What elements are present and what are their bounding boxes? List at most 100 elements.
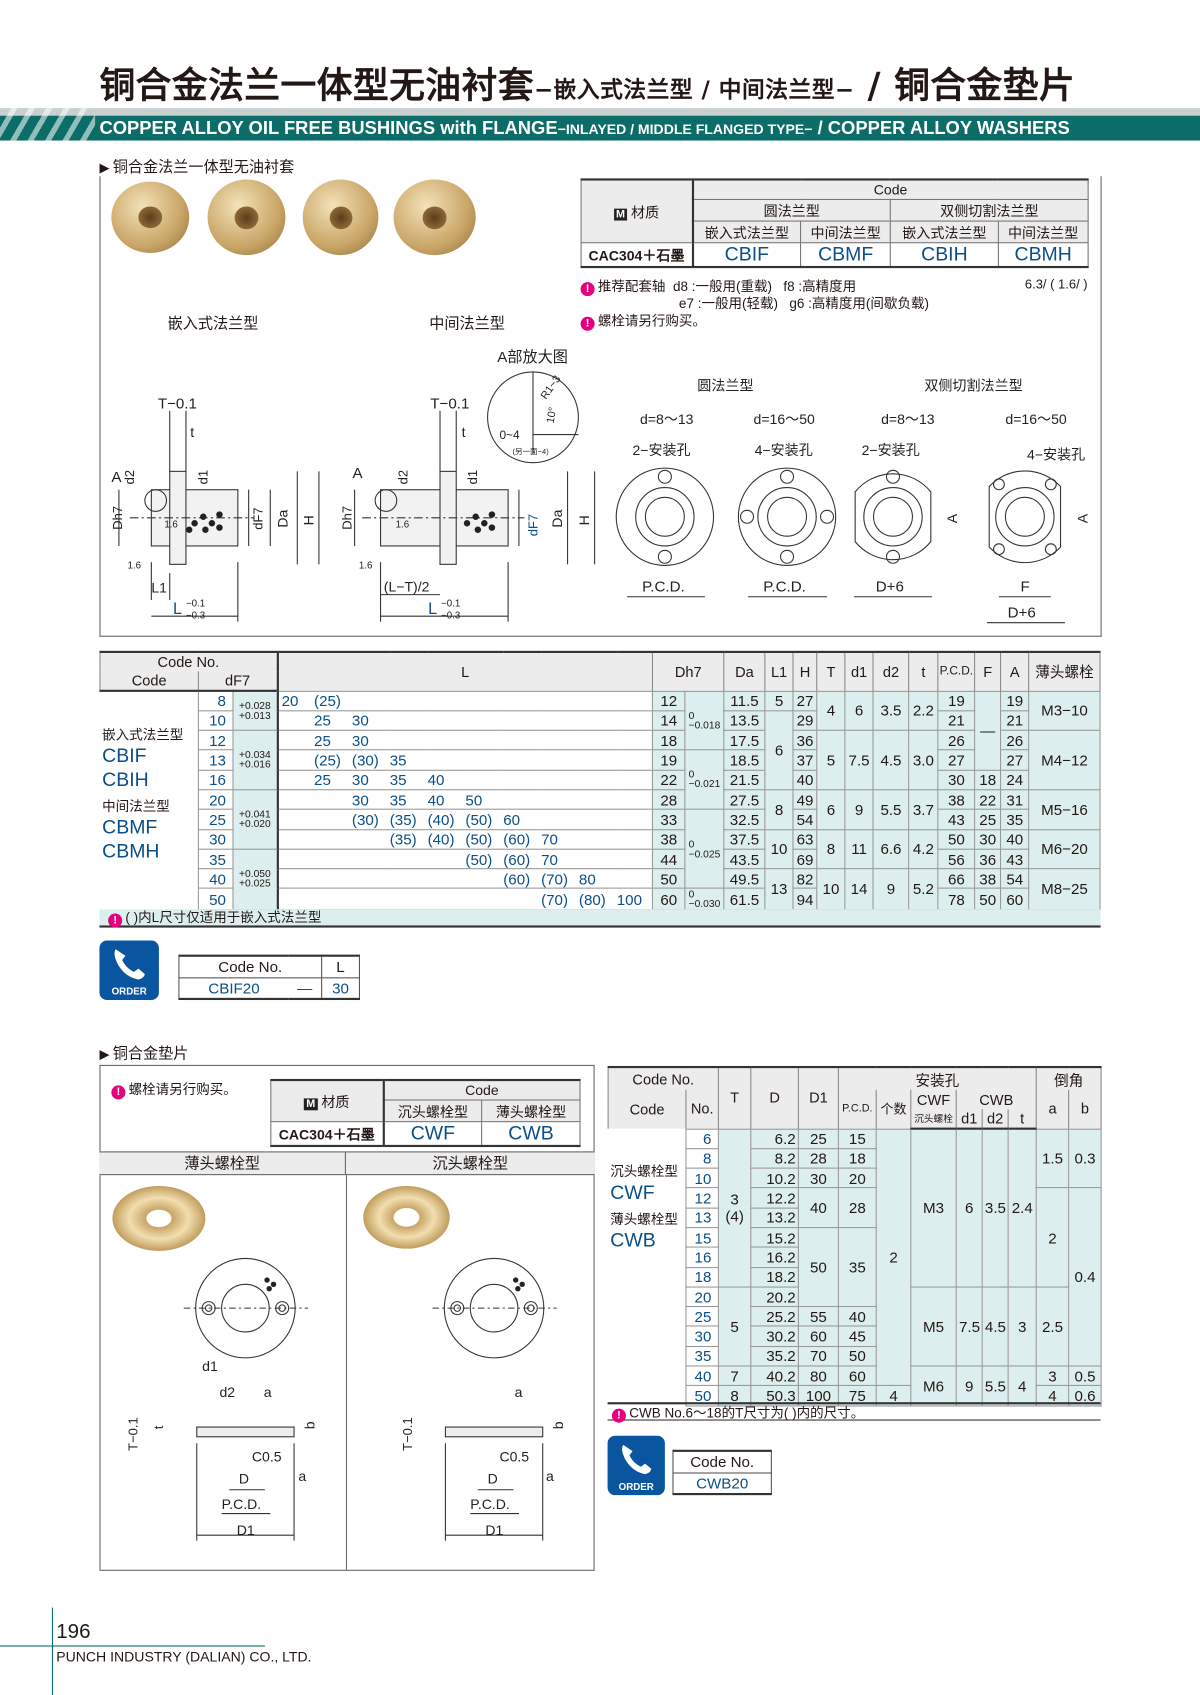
detail-note: (另一面~4) [512,447,549,456]
L-value [465,729,504,751]
F-value: — [974,690,1002,771]
d1-value: 7.5 [955,1286,983,1367]
L-value [389,690,428,712]
photo-bushing-3 [302,179,379,256]
T-value: 3 (4) [717,1128,752,1288]
cut-flange-title: 双侧切割法兰型 [924,377,1022,393]
dF7-value: 35 [197,848,234,870]
tolerance-lower: −0.030 [688,898,721,911]
countersunk-type-label: 沉头螺栓型 [432,1154,509,1172]
count-value: 2 [875,1128,912,1387]
header-L1: L1 [764,650,794,691]
Da-value: 49.5 [723,868,766,890]
detail-range: 0~4 [499,428,520,442]
Dh7-tolerance: 0−0.025 [684,808,725,890]
L-value: (60) [503,828,542,850]
b-value: 0.5 [1068,1365,1102,1387]
T-value: 4 [816,690,846,731]
d2-value: 4.5 [981,1286,1009,1367]
header-Da: Da [723,650,766,691]
bolt-note: !螺栓请另行购买。 [580,309,706,331]
material-label: 材质 [321,1093,350,1111]
e7-note: e7 :一般用(轻载) [678,296,779,312]
round-flange-header: 圆法兰型 [691,198,892,222]
L-value: (70) [541,888,579,911]
dim-L: L [428,600,437,618]
Dh7-value: 28 [652,789,686,811]
tolerance-upper: +0.041 [239,808,271,821]
L-value [578,848,617,870]
L-value: (70) [541,868,579,890]
L-value [314,828,352,850]
no-value: 8 [685,1147,719,1169]
pcd-value: 60 [837,1365,877,1387]
L-value: 70 [541,828,579,850]
english-banner: COPPER ALLOY OIL FREE BUSHINGS with FLAN… [0,115,1200,141]
order-example-table-1: Code No.L CBIF20—30 [178,954,361,1001]
dim-T: T−0.1 [400,1417,415,1451]
order-dash: — [288,976,323,1000]
H-value: 54 [792,808,818,830]
Da-value: 11.5 [723,690,766,712]
L-value [276,789,315,811]
Dh7-value: 60 [652,888,686,911]
Dh7-value: 33 [652,808,686,830]
L-value [389,710,428,731]
order-button[interactable]: ORDER [607,1435,665,1496]
L-value [427,888,466,911]
L-value [427,868,466,890]
Da-value: 17.5 [723,729,766,751]
tolerance: +0.034+0.016 [239,750,271,772]
dim-pcd: P.C.D. [222,1496,262,1512]
T-value: 10 [816,868,846,911]
A-value: 54 [1000,868,1030,890]
L-value [541,710,579,731]
order-code: CWB20 [672,1471,772,1495]
Dh7-value: 50 [652,868,686,890]
no-value: 25 [685,1306,719,1328]
order-button[interactable]: ORDER [99,940,159,1001]
tolerance: 0−0.025 [689,839,721,859]
phone-icon [114,949,145,980]
header-cwf: CWF [910,1089,957,1110]
d2-value: 4.5 [872,729,910,791]
detail-A-view: A部放大图 R1~3 10° 0~4 (另一面~4) [487,349,579,464]
code-group-label: 嵌入式法兰型 [102,727,184,743]
mounting-holes-2: 2−安装孔 [632,442,690,458]
L-value [276,868,315,890]
washer-bolt-note: !螺栓请另行购买。 [111,1078,237,1100]
dim-L-minus-T-half: (L−T)/2 [384,578,430,594]
L-value [427,710,466,731]
d2-value: 6.6 [872,828,910,870]
banner-stripe [0,108,1200,116]
pcd-value: 18 [837,1147,877,1169]
D1-value: 80 [797,1365,839,1387]
pcd-value: 21 [937,710,976,731]
cwf-bolt-value: M6 [910,1365,957,1407]
A-value: 40 [1000,828,1030,850]
Dh7-value: 38 [652,828,686,850]
header-D: D [750,1065,799,1129]
t-value: 5.2 [908,868,939,911]
order-example-table-2: Code No. CWB20 [672,1449,772,1496]
pcd-value: 28 [837,1187,877,1229]
label-inlayed-type: 嵌入式法兰型 [167,314,259,332]
dim-Da: Da [549,509,565,527]
washer-T-note-text: CWB No.6〜18的T尺寸为( )内的尺寸。 [629,1405,865,1421]
tolerance-upper: 0 [688,769,695,782]
no-value: 50 [685,1385,719,1407]
tolerance-lower: +0.016 [239,759,271,772]
L-value [351,828,390,850]
info-icon: ! [108,913,123,928]
dim-pcd: P.C.D. [763,578,806,595]
g6-note: g6 :高精度用(间歇负载) [789,296,929,312]
L-value [427,749,466,771]
H-value: 82 [792,868,818,890]
